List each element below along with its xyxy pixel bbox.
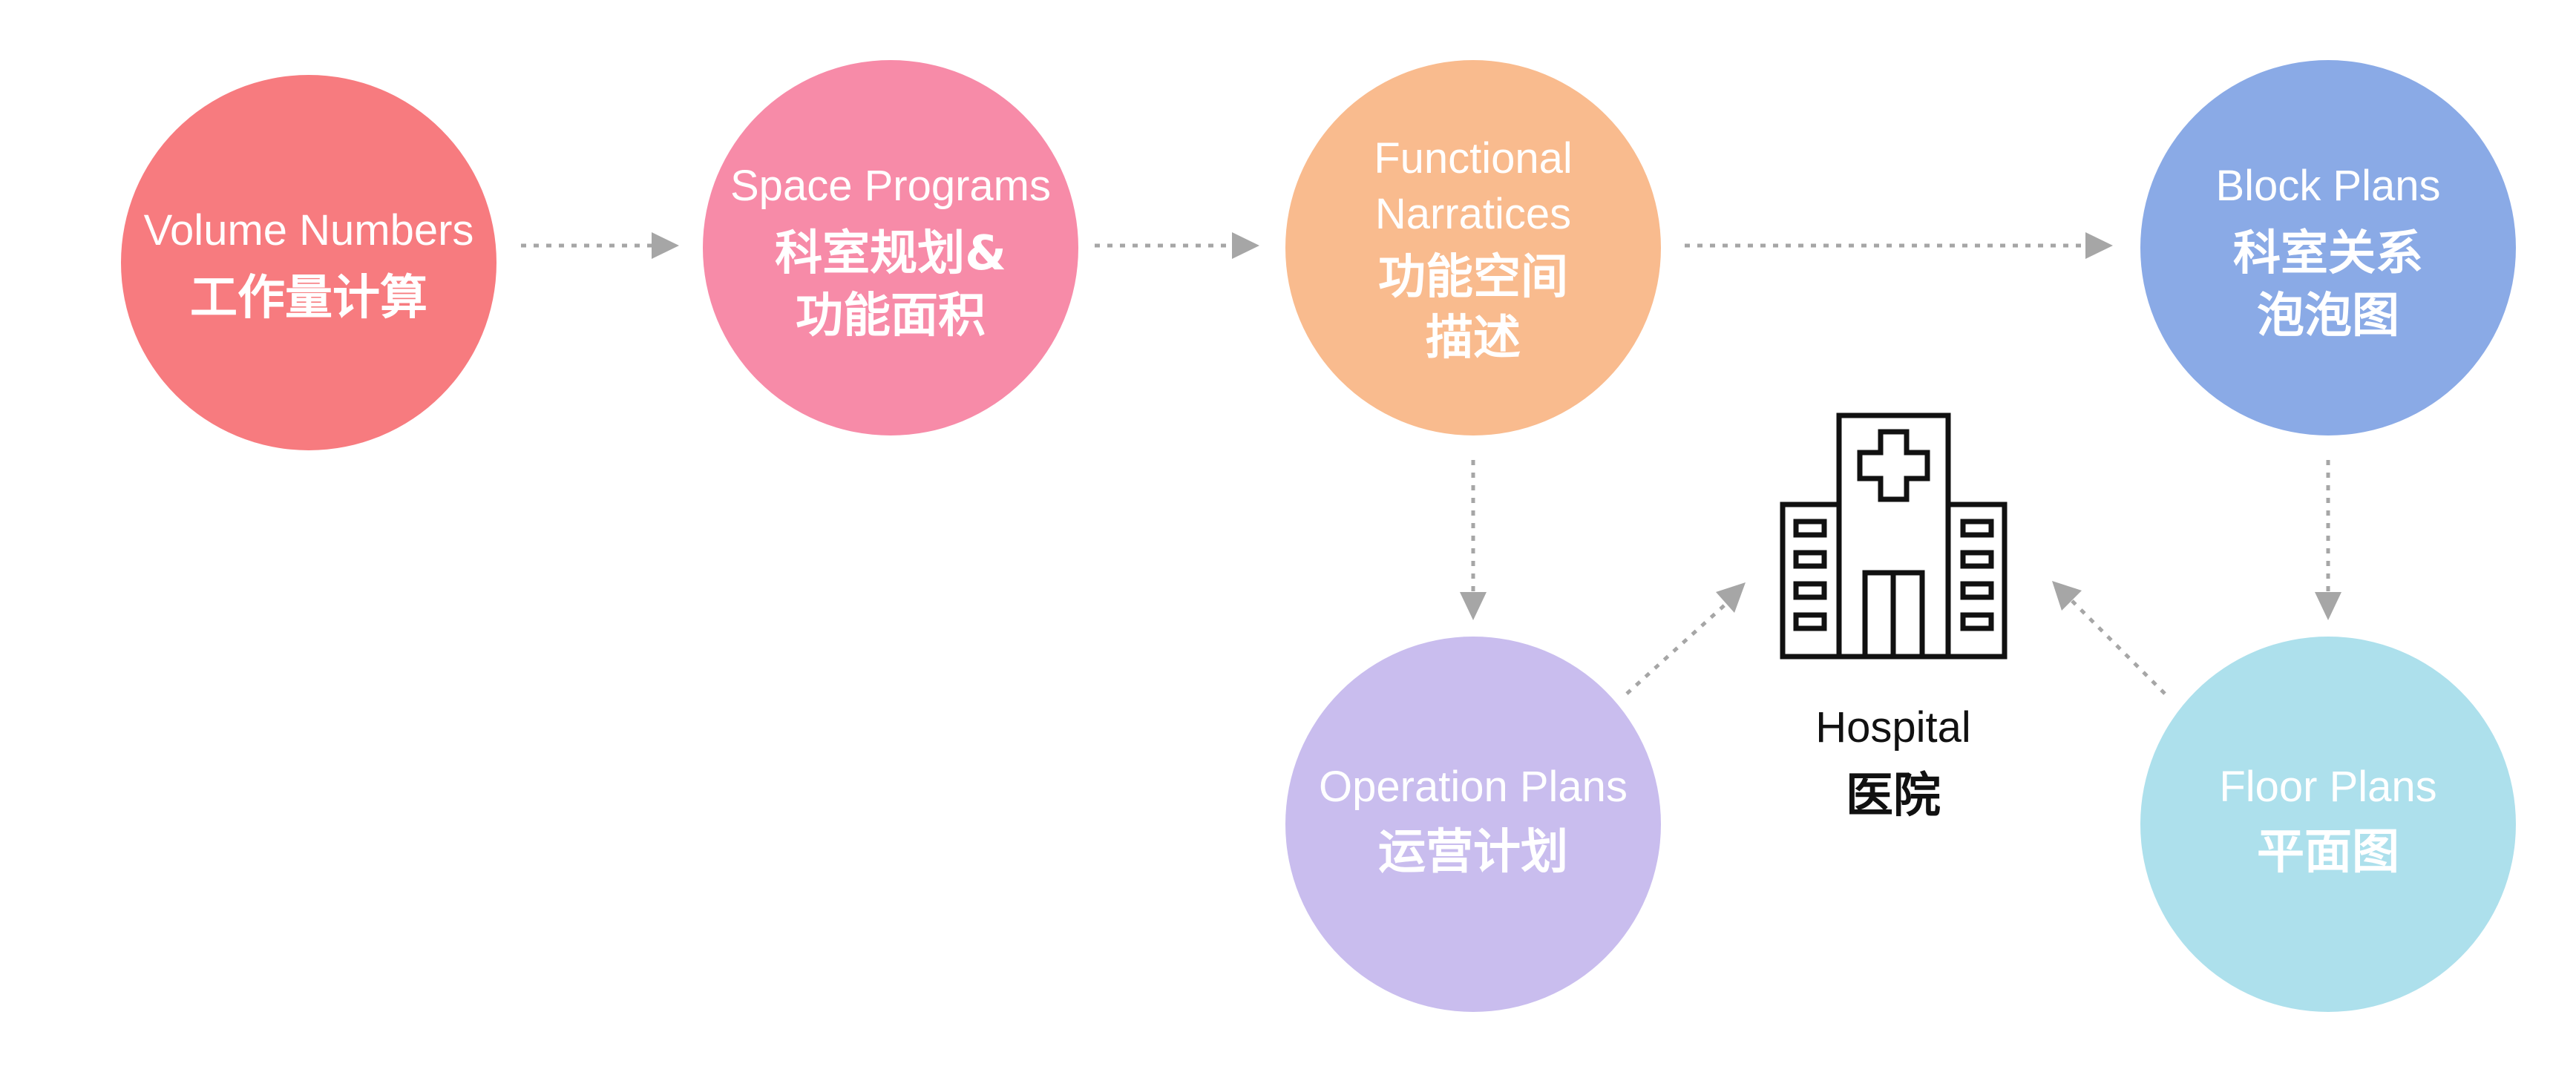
node-volume-numbers-circle <box>121 75 496 450</box>
node-floor-zh-line-1: 平面图 <box>2257 825 2399 880</box>
arrow-volume-to-space <box>521 232 679 259</box>
arrow-functional-to-block <box>1685 232 2113 259</box>
node-functional-zh-line-2: 描述 <box>1426 311 1521 366</box>
hospital-label-en: Hospital <box>1815 703 1971 752</box>
node-functional-zh-line-1: 功能空间 <box>1378 250 1568 305</box>
arrow-operation-to-hospital <box>1625 582 1746 695</box>
arrow-functional-to-operation <box>1460 460 1487 620</box>
node-functional-narratices-circle <box>1285 60 1661 435</box>
node-volume-en-line-1: Volume Numbers <box>144 206 474 254</box>
arrow-space-to-functional <box>1095 232 1259 259</box>
node-operation-plans-circle <box>1285 637 1661 1012</box>
node-functional-en-line-2: Narratices <box>1375 190 1571 238</box>
node-volume-zh-line-1: 工作量计算 <box>190 271 427 326</box>
node-space-zh-line-1: 科室规划& <box>775 226 1006 281</box>
node-operation-en-line-1: Operation Plans <box>1319 763 1628 811</box>
hospital-label-zh: 医院 <box>1846 769 1941 823</box>
nodes <box>121 60 2516 1012</box>
node-block-zh-line-1: 科室关系 <box>2233 226 2423 281</box>
node-floor-en-line-1: Floor Plans <box>2219 763 2436 811</box>
arrow-floor-to-hospital <box>2052 581 2166 695</box>
node-labels: Volume Numbers 工作量计算 Space Programs 科室规划… <box>144 134 2441 880</box>
node-space-programs-circle <box>703 60 1078 435</box>
node-block-zh-line-2: 泡泡图 <box>2257 289 2399 343</box>
hospital-building-icon <box>1780 412 2008 660</box>
arrow-block-to-floor <box>2315 460 2341 620</box>
node-operation-zh-line-1: 运营计划 <box>1378 825 1568 880</box>
connectors <box>521 232 2341 695</box>
node-block-en-line-1: Block Plans <box>2215 162 2440 210</box>
node-space-zh-line-2: 功能面积 <box>796 289 986 343</box>
node-block-plans-circle <box>2140 60 2516 435</box>
node-floor-plans-circle <box>2140 637 2516 1012</box>
node-functional-en-line-1: Functional <box>1374 134 1573 183</box>
node-space-en-line-1: Space Programs <box>730 162 1051 210</box>
